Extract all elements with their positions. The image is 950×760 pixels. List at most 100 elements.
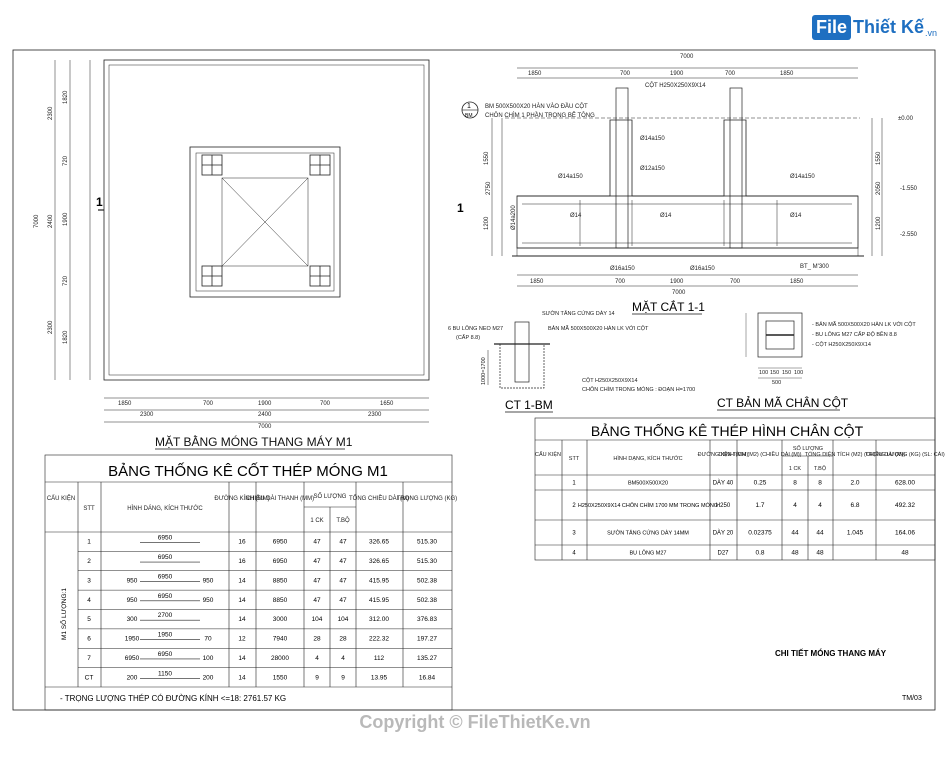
t1-h-tot: TỔNG CHIỀU DÀI (M) <box>349 495 409 502</box>
plan-dim-3: 1900 <box>258 401 272 407</box>
table-row-stt: 5 <box>87 616 91 623</box>
steel-row-shape: BM500X500X20 <box>628 481 668 487</box>
table1-title: BẢNG THỐNG KÊ CỐT THÉP MÓNG M1 <box>108 462 388 480</box>
plan-left-in-1: 1820 <box>63 90 69 104</box>
t2-h-tb: T.BỘ <box>814 465 827 472</box>
table-row-length: 3000 <box>273 616 288 623</box>
plate-dim-4: 100 <box>794 370 803 376</box>
plan-left-total: 7000 <box>34 214 40 228</box>
plan-dim-4: 700 <box>320 401 331 407</box>
foundation-inner <box>108 64 425 376</box>
table-row-shape-left: 6950 <box>125 655 140 662</box>
table-row-qty-ck: 28 <box>313 636 321 643</box>
t1-component: M1 SỐ LƯỢNG:1 <box>58 588 68 640</box>
plate-dim-3: 150 <box>782 370 791 376</box>
steel-row-qty-total: 48 <box>816 550 824 557</box>
table-row-diameter: 16 <box>238 558 246 565</box>
sheet-border <box>12 49 936 711</box>
plan-total-dim: 7000 <box>258 424 272 430</box>
steel-table <box>534 417 936 561</box>
column-plate-tl <box>201 154 223 176</box>
t1-h-qty: SỐ LƯỢNG <box>314 493 347 500</box>
table-row-stt: 4 <box>87 597 91 604</box>
steel-row-stt: 2 <box>572 503 576 509</box>
section-top-total: 7000 <box>680 54 694 60</box>
copyright-watermark: Copyright © FileThietKe.vn <box>359 712 591 732</box>
table-row-shape-main: 6950 <box>158 535 173 542</box>
rebar-label-10: Ø14a200 <box>511 205 517 230</box>
table-row-shape-left: 200 <box>127 674 138 681</box>
section-mark: 1 <box>457 201 464 215</box>
table-row-weight: 515.30 <box>417 558 437 565</box>
table-row-shape-main: 2700 <box>158 612 173 619</box>
table-row-shape-main: 6950 <box>158 593 173 600</box>
t2-h-area: DIỆN TÍCH (M2) (CHIỀU DÀI (M)) <box>718 450 801 458</box>
table-row-weight: 16.84 <box>419 674 436 681</box>
table-row-length: 6950 <box>273 539 288 546</box>
table-row-total-length: 112 <box>374 655 385 662</box>
steel-row-weight: 492.32 <box>895 502 915 509</box>
table-row-stt: 3 <box>87 577 91 584</box>
steel-row-total: 6.8 <box>850 502 859 509</box>
table-row-qty-total: 104 <box>338 616 349 623</box>
ct1bm-note-1: SƯỜN TĂNG CỨNG DÀY 14 <box>542 310 615 317</box>
section-note-2: CHÔN CHÌM 1 PHẦN TRONG BÊ TÔNG <box>485 111 595 119</box>
steel-row-qty-ck: 4 <box>793 502 797 509</box>
pit-outline <box>189 146 341 298</box>
t1-h-stt: STT <box>83 506 95 512</box>
table-row-diameter: 14 <box>238 655 246 662</box>
t2-h-shape: HÌNH DẠNG, KÍCH THƯỚC <box>613 455 682 462</box>
table-row-stt: 1 <box>87 539 91 546</box>
t2-h-stt: STT <box>569 456 580 462</box>
table-row-total-length: 222.32 <box>369 636 389 643</box>
steel-row-total: 2.0 <box>850 480 859 487</box>
section-left-dim-3: 1550 <box>484 151 490 165</box>
table-row-qty-total: 47 <box>339 539 347 546</box>
section-left-dim-1: 2750 <box>486 181 492 195</box>
plan-left-dims: 2300 2400 2300 7000 1820 720 1900 720 18… <box>34 90 69 344</box>
table-row-shape-left: 950 <box>127 597 138 604</box>
plan-left-in-3: 1900 <box>63 212 69 226</box>
table-row-weight: 135.27 <box>417 655 437 662</box>
steel-row-total: 1.045 <box>847 530 864 537</box>
table-row-shape-right: 70 <box>204 636 212 643</box>
table-row-weight: 502.38 <box>417 577 437 584</box>
table-row-length: 8850 <box>273 577 288 584</box>
plate-total: 500 <box>772 380 781 386</box>
table-row-shape-left: 950 <box>127 577 138 584</box>
plate-title: CT BẢN MÃ CHÂN CỘT <box>717 395 849 410</box>
table-row-total-length: 326.65 <box>369 539 389 546</box>
table-row-stt: CT <box>85 674 94 681</box>
plan-left-in-2: 720 <box>63 155 69 166</box>
table-row-shape-right: 200 <box>203 674 214 681</box>
steel-row-qty-total: 8 <box>818 480 822 487</box>
table-row-shape-main: 1150 <box>158 670 172 677</box>
t1-footer: - TRỌNG LƯỢNG THÉP CÓ ĐƯỜNG KÍNH <=18: 2… <box>60 694 286 703</box>
plan-left-in-4: 720 <box>63 275 69 286</box>
ct1bm-note-3: (CẤP 8.8) <box>456 334 480 341</box>
plate-note-1: - BẢN MÃ 500X500X20 HÀN LK VỚI CỘT <box>812 321 916 328</box>
rebar-label-1: Ø14a150 <box>640 136 665 142</box>
plan-dim-5: 1650 <box>380 401 394 407</box>
t1-h-ck: CẤU KIỆN <box>47 494 75 502</box>
table-row-qty-ck: 4 <box>315 655 319 662</box>
plate-note-2: - BU LÔNG M27 CẤP ĐỘ BỀN 8.8 <box>812 331 897 338</box>
t1-h-len: CHIỀU DÀI THANH (MM) <box>246 495 314 502</box>
table-row-total-length: 415.95 <box>369 597 389 604</box>
rebar-label-2: Ø12a150 <box>640 166 665 172</box>
foundation-outer <box>103 59 430 381</box>
steel-row-diameter: DÀY 20 <box>713 530 734 537</box>
section-right-dim-3: 1550 <box>876 151 882 165</box>
table-row-diameter: 14 <box>238 597 246 604</box>
table-row-diameter: 16 <box>238 539 246 546</box>
steel-row-qty-ck: 44 <box>791 530 799 537</box>
rebar-table <box>44 454 453 711</box>
steel-row-qty-total: 4 <box>818 502 822 509</box>
steel-row-shape: H250X250X9X14 CHÔN CHÌM 1700 MM TRONG MÓ… <box>578 502 718 509</box>
steel-row-weight: 628.00 <box>895 480 915 487</box>
table-row-qty-total: 9 <box>341 674 345 681</box>
steel-row-stt: 4 <box>572 551 576 557</box>
section-title: MẶT CẮT 1-1 <box>632 299 705 314</box>
steel-row-qty-total: 44 <box>816 530 824 537</box>
